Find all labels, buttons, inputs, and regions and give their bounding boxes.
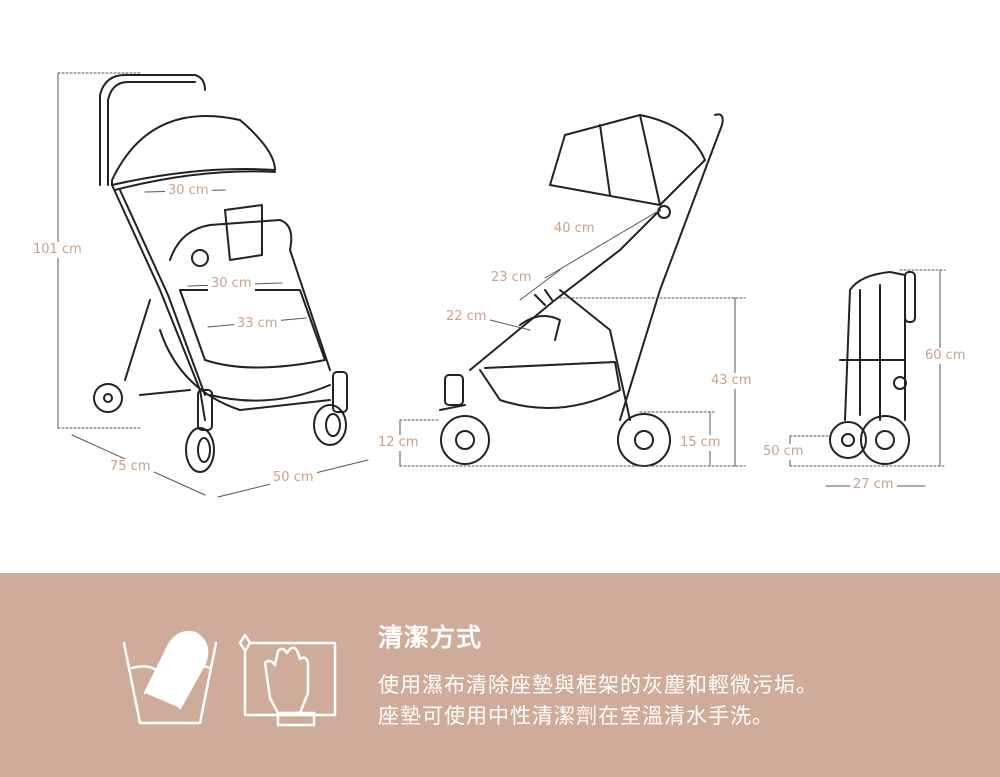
cleaning-line-2: 座墊可使用中性清潔劑在室溫清水手洗。 (378, 704, 774, 728)
cleaning-line-1: 使用濕布清除座墊與框架的灰塵和輕微污垢。 (378, 673, 818, 697)
dim-seat-to-footrest: 22 cm (443, 309, 490, 325)
dim-seat-depth: 33 cm (234, 316, 281, 332)
dim-backrest-width: 30 cm (165, 183, 212, 199)
dim-length: 75 cm (107, 459, 154, 475)
dim-total-height: 101 cm (30, 242, 85, 258)
dim-width: 50 cm (270, 470, 317, 486)
dim-folded-depth: 50 cm (760, 444, 807, 460)
dim-seat-width: 30 cm (208, 276, 255, 292)
cleaning-banner: 清潔方式 使用濕布清除座墊與框架的灰塵和輕微污垢。 座墊可使用中性清潔劑在室溫清… (0, 573, 1000, 777)
dim-front-wheel: 12 cm (375, 435, 422, 451)
dim-folded-width: 27 cm (850, 477, 897, 493)
dim-armrest-to-seat: 23 cm (488, 270, 535, 286)
dim-folded-height: 60 cm (922, 348, 969, 364)
side-view-stroller (439, 113, 724, 467)
dim-seat-height: 43 cm (708, 373, 755, 389)
dim-rear-wheel: 15 cm (677, 435, 724, 451)
cleaning-title: 清潔方式 (378, 623, 483, 652)
dim-backrest-length: 40 cm (551, 221, 598, 237)
hand-wash-icon (122, 630, 337, 727)
front-view-stroller (93, 74, 348, 473)
stroller-dimension-drawing (57, 72, 946, 498)
folded-stroller (829, 271, 916, 465)
